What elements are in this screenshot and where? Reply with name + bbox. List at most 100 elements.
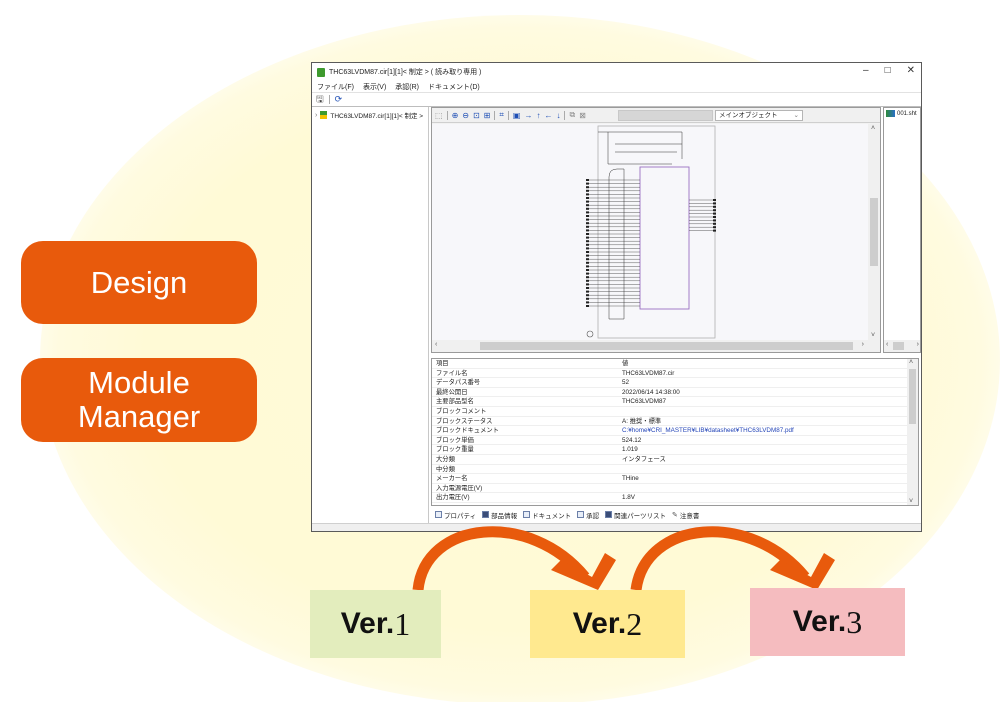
version-3-box: Ver.3 [750, 588, 905, 656]
connector [586, 211, 589, 214]
table-row[interactable]: ブロックコメント [432, 407, 918, 417]
connector [586, 179, 589, 181]
scroll-up-icon[interactable]: ˄ [871, 125, 876, 132]
copy-icon[interactable]: ⧉ [569, 110, 576, 119]
schematic-canvas[interactable] [432, 124, 869, 340]
connector [713, 219, 716, 222]
arrow-up-icon[interactable]: ↑ [536, 110, 541, 120]
schematic-wires [598, 131, 683, 320]
sheet-item[interactable]: 001.sht [884, 108, 920, 119]
close-button[interactable]: ✕ [906, 65, 915, 76]
scroll-thumb[interactable] [893, 342, 904, 350]
header-key: 項目 [436, 360, 449, 367]
connector [586, 287, 589, 289]
zoom-in-icon[interactable]: ⊕ [451, 110, 459, 120]
arrow-right-icon[interactable]: → [524, 110, 533, 120]
table-row[interactable]: 大分類インタフェース [432, 455, 918, 465]
scroll-down-icon[interactable]: ˅ [909, 498, 914, 505]
tab-part-info[interactable]: 部品情報 [482, 510, 517, 520]
horizontal-scrollbar[interactable]: ‹ › [884, 340, 920, 352]
tab-related-parts[interactable]: 関連パーツリスト [605, 510, 666, 520]
tab-document[interactable]: ドキュメント [523, 510, 571, 520]
connector [586, 305, 589, 307]
scroll-right-icon[interactable]: › [916, 341, 919, 348]
property-value: 1.019 [622, 446, 638, 454]
fit-icon[interactable]: ⊞ [483, 110, 491, 120]
object-select[interactable]: メインオブジェクト ⌄ [715, 110, 803, 121]
connector [586, 272, 589, 275]
ic-chip [639, 166, 690, 310]
scroll-left-icon[interactable]: ‹ [435, 341, 438, 348]
paste-icon[interactable]: ⊠ [579, 110, 586, 120]
arrow-left-icon[interactable]: ← [544, 110, 553, 120]
tab-properties[interactable]: プロパティ [435, 510, 476, 520]
scroll-left-icon[interactable]: ‹ [886, 341, 889, 348]
table-row[interactable]: 入力電源電圧(V) [432, 484, 918, 494]
arrow-down-icon[interactable]: ↓ [556, 110, 561, 120]
minimize-button[interactable]: – [863, 65, 869, 76]
component-icon[interactable]: ⌗ [499, 110, 504, 119]
maximize-button[interactable]: □ [884, 65, 891, 76]
connector [586, 258, 589, 261]
tree-item[interactable]: › THC63LVDM87.cir[1][1]< 制定 > [312, 107, 428, 123]
connector [586, 301, 589, 304]
menu-view[interactable]: 表示(V) [362, 83, 387, 91]
parts-list-icon [605, 511, 613, 518]
table-row[interactable]: 出力電圧(V)1.8V [432, 493, 918, 503]
scroll-thumb[interactable] [909, 369, 916, 424]
expand-icon[interactable]: › [315, 111, 318, 119]
scroll-up-icon[interactable]: ˄ [909, 359, 914, 366]
connector [586, 269, 589, 271]
tab-label: 承認 [586, 512, 600, 520]
property-key: ブロック単価 [436, 436, 474, 444]
vertical-scrollbar[interactable]: ˄ ˅ [868, 124, 880, 340]
menu-approve[interactable]: 承認(R) [395, 83, 420, 91]
table-row[interactable]: ファイル名 THC63LVDM87.cir [432, 369, 918, 379]
sheet-list-panel: 001.sht ‹ › [883, 107, 921, 353]
menu-document[interactable]: ドキュメント(D) [428, 83, 480, 91]
horizontal-scrollbar[interactable]: ‹ › [432, 340, 880, 352]
scroll-down-icon[interactable]: ˅ [871, 332, 876, 339]
connector [586, 197, 589, 199]
property-value: THC63LVDM87.cir [622, 369, 675, 377]
zoom-out-icon[interactable]: ⊖ [462, 110, 469, 120]
vertical-scrollbar[interactable]: ˄ ˅ [907, 359, 918, 505]
connector [713, 202, 716, 205]
property-key: ブロックドキュメント [436, 427, 499, 435]
property-link[interactable]: C:¥home¥CRI_MASTER¥LIB¥datasheet¥THC63LV… [622, 427, 794, 435]
push-icon[interactable]: ▣ [512, 110, 521, 120]
property-key: ファイル名 [436, 369, 468, 377]
tab-approval[interactable]: 承認 [577, 510, 599, 520]
connector [713, 212, 716, 215]
tree-item-label: THC63LVDM87.cir[1][1]< 制定 > [330, 113, 424, 120]
connector [586, 265, 589, 268]
tab-notes[interactable]: ✎注意書 [672, 510, 699, 520]
connector [586, 207, 589, 210]
save-icon[interactable]: 🖫 [316, 93, 324, 104]
scroll-thumb[interactable] [480, 342, 853, 350]
table-header: 項目 値 [432, 359, 918, 369]
property-key: ブロックステータス [436, 417, 493, 425]
scroll-thumb[interactable] [870, 198, 878, 266]
table-row[interactable]: ブロックドキュメント C:¥home¥CRI_MASTER¥LIB¥datashe… [432, 426, 918, 436]
connector [586, 297, 589, 300]
scroll-right-icon[interactable]: › [861, 341, 864, 348]
zoom-area-icon[interactable]: ⊡ [472, 110, 480, 120]
table-row[interactable]: 中分類 [432, 465, 918, 475]
select-icon[interactable]: ⬚ [435, 110, 443, 120]
refresh-icon[interactable]: ⟳ [334, 94, 343, 104]
property-key: 入力電源電圧(V) [436, 484, 483, 492]
connector [713, 222, 716, 225]
property-value: 52 [622, 379, 630, 387]
layer-select[interactable] [618, 110, 713, 121]
object-select-value: メインオブジェクト [719, 112, 778, 119]
menu-file[interactable]: ファイル(F) [317, 83, 354, 91]
chevron-down-icon: ⌄ [793, 112, 799, 119]
